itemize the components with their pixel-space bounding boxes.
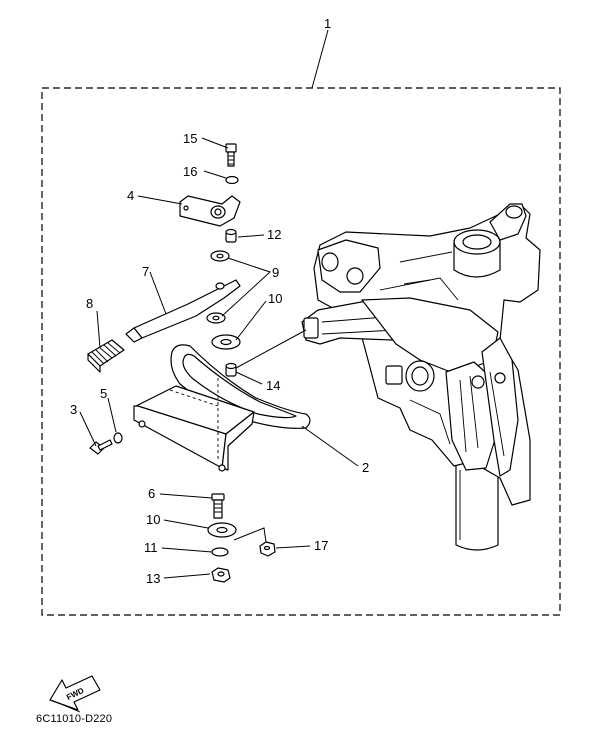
callout-8: 8 (86, 296, 93, 311)
callout-4: 4 (127, 188, 134, 203)
callout-6: 6 (148, 486, 155, 501)
callout-3: 3 (70, 402, 77, 417)
part-14-collar (225, 362, 237, 377)
part-2-plate (133, 344, 311, 472)
callout-17: 17 (314, 538, 328, 553)
part-5-washer (113, 432, 123, 444)
callout-labels: 1 15 16 4 12 7 9 10 8 14 5 3 2 6 10 11 1… (70, 16, 369, 586)
callout-1: 1 (324, 16, 331, 31)
callout-13: 13 (146, 571, 160, 586)
part-11-washer (211, 547, 229, 557)
part-9-washers (206, 250, 230, 324)
callout-10-lower: 10 (146, 512, 160, 527)
callout-7: 7 (142, 264, 149, 279)
part-7-lever (125, 279, 241, 343)
part-16-washer (225, 175, 239, 185)
callout-16: 16 (183, 164, 197, 179)
part-10-bushing-lower (207, 522, 237, 538)
callout-11: 11 (144, 540, 158, 555)
part-6-bolt (211, 493, 225, 519)
part-8-grip (87, 339, 125, 373)
part-4-top-bracket (179, 195, 241, 227)
callout-14: 14 (266, 378, 280, 393)
callout-10-upper: 10 (268, 291, 282, 306)
callout-5: 5 (100, 386, 107, 401)
callout-9: 9 (272, 265, 279, 280)
bracket-assembly-drawing (301, 203, 541, 551)
part-10-bushing-upper (211, 334, 241, 350)
part-12-collar (225, 228, 237, 243)
part-13-nut (211, 567, 231, 583)
assembly-boundary (41, 87, 561, 616)
part-3-screw (89, 439, 113, 455)
callout-12: 12 (267, 227, 281, 242)
part-15-bolt (225, 143, 237, 167)
diagram-code: 6C11010-D220 (36, 713, 113, 725)
part-17-nut (259, 541, 276, 557)
fwd-arrow-icon: FWD (49, 675, 101, 713)
callout-15: 15 (183, 131, 197, 146)
leader-lines (79, 29, 359, 579)
callout-2: 2 (362, 460, 369, 475)
